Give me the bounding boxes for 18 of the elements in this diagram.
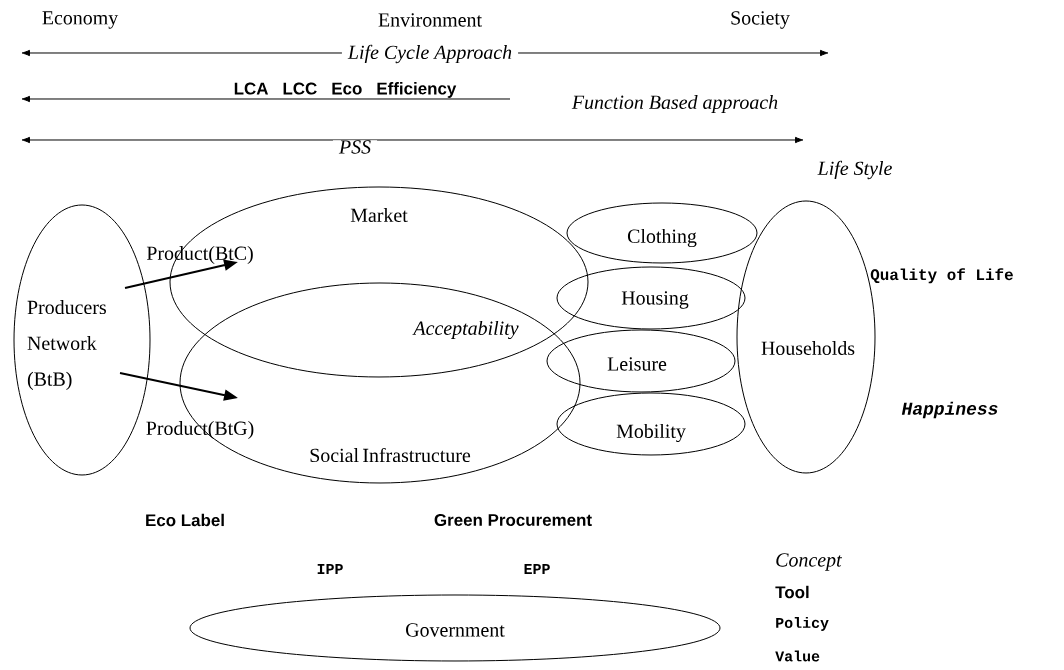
label: Value xyxy=(775,650,820,662)
heading: Environment xyxy=(378,13,482,27)
value-label: Happiness xyxy=(901,401,998,419)
label: Life Style xyxy=(817,160,892,180)
policy-label: EPP xyxy=(524,564,550,574)
arrow-label: Function Based approach xyxy=(571,94,778,113)
label: Acceptability xyxy=(412,320,519,340)
policy-label: IPP xyxy=(317,564,343,574)
label: Concept xyxy=(776,553,842,571)
arrow-label: Life Cycle Approach xyxy=(341,44,519,64)
tool-label: Green Procurement xyxy=(434,514,592,526)
tool-label: Eco Label xyxy=(146,513,224,527)
label: Policy xyxy=(776,617,829,631)
label: Tool xyxy=(775,585,809,599)
heading: Economy xyxy=(42,11,119,29)
heading: Society xyxy=(731,11,790,29)
tool-label: LCA LCC Eco Efficiency xyxy=(234,82,457,98)
arrow-label: PSS xyxy=(332,140,378,154)
